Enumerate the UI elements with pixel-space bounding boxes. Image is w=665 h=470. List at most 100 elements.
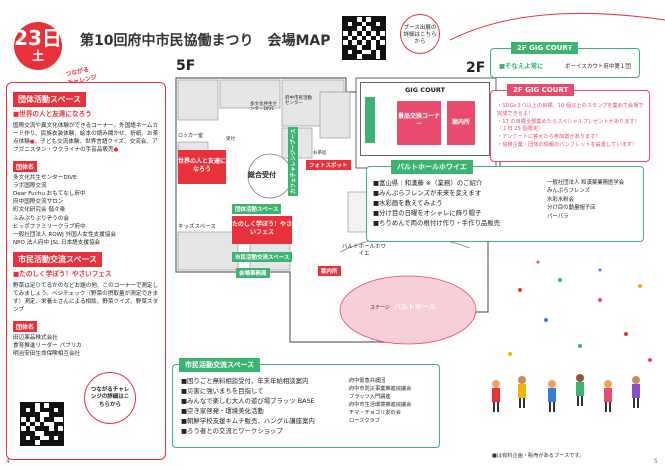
- cafe-label[interactable]: カフェチャレンジーブース: [288, 126, 298, 196]
- citizen-orgs-label: 団体名: [13, 320, 38, 332]
- foyer-item: ■ちりめんで両の根付け作り・手作り品販売: [373, 219, 500, 229]
- foyer-item: ■みんぷらフレンズが未来を変えます: [373, 189, 500, 199]
- hall-foyer-orgs: 一般社団法人 和漢薬業務医学会 みんぷらフレンズ 水彩水粉会 分け目の動量帽子店…: [547, 179, 624, 221]
- group-body-text: 国際交流や異文化体験ができるコーナー。外国語ネームカード作り、民族衣装体験、絵本…: [13, 122, 159, 145]
- group-theme: ■世界の人と友達になろう: [13, 110, 92, 118]
- hall-foyer-heading: バルトホールホワイエ: [391, 160, 473, 174]
- reception-label[interactable]: 総合受付: [248, 171, 276, 179]
- veg-fes-room[interactable]: たのしく学ぼう！やさいフェス: [232, 216, 292, 244]
- foyer-item-label: ■富山県｜和漢藤 ※（業務）のご紹介: [373, 179, 483, 187]
- foyer-item-label: ■ちりめんで両の根付け作り・手作り品販売: [373, 218, 501, 227]
- reception-desk-label: 受付: [226, 137, 235, 142]
- citizen-theme: ■たのしく学ぼう！やさいフェス: [13, 269, 112, 278]
- floor-5f-label: 5F: [176, 58, 196, 74]
- citizen-space-list: ■困りごと無料相談受付、年末年始相談案内 ■災害に強いまちを目指して ■みんなで…: [181, 377, 315, 437]
- gig-court-card-1-item: ■そなえよ常に: [499, 62, 544, 70]
- gig-court-card-1: 2F GIG COURT ■そなえよ常に ボーイスカウト府中第１団: [490, 42, 640, 78]
- stage-label: ステージ: [370, 305, 390, 311]
- gig-court-side: [365, 97, 375, 143]
- foyer-item-label: ■みんぷらフレンズが未来を変えます: [373, 188, 482, 197]
- info-desk-label[interactable]: 案内所: [318, 266, 341, 276]
- citizen-org: ブラッツ入門講座: [349, 394, 391, 401]
- citizen-item-label: ■空き家啓発・環境美化活動: [181, 406, 264, 415]
- foyer-org: 分け目の動量帽子店: [547, 205, 596, 212]
- org-item: 明治安田生命保険相互会社: [13, 351, 81, 358]
- left-panel: 団体活動スペース ■世界の人と友達になろう 国際交流や異文化体験ができるコーナー…: [6, 82, 166, 460]
- hall-foyer-list: ■富山県｜和漢藤 ※（業務）のご紹介 ■みんぷらフレンズが未来を変えます ■水彩…: [373, 179, 500, 229]
- citizen-space-card: 市民活動交流スペース ■困りごと無料相談受付、年末年始相談案内 ■災害に強いまち…: [172, 358, 440, 448]
- citizen-org: チマ・チョゴリ友の会: [349, 410, 401, 417]
- hall-foyer-map-label: バルトホールホワイエ: [341, 244, 386, 257]
- gig-court-heading: GIG COURT: [404, 86, 446, 94]
- citizen-item-label: ■朝鮮学校支援キムチ販売、ハングル講座案内: [181, 416, 315, 425]
- group-body-mark-2: ●: [113, 146, 119, 153]
- international-room[interactable]: 世界の人と友達になろう: [178, 150, 226, 184]
- org-item: ふみぷりぷりぞうの会: [13, 215, 69, 222]
- page-number-left: 4: [6, 458, 10, 465]
- kids-space-label[interactable]: キッズスペース: [178, 224, 216, 230]
- photo-spot-label[interactable]: フォトスポット: [306, 160, 351, 170]
- gig-court-card-1-heading: 2F GIG COURT: [511, 42, 579, 54]
- foyer-item: ■富山県｜和漢藤 ※（業務）のご紹介: [373, 179, 500, 189]
- page-number-right: 5: [654, 458, 658, 465]
- org-item: ラボ国際交流: [13, 183, 47, 190]
- hall-foyer-card: バルトホールホワイエ ■富山県｜和漢藤 ※（業務）のご紹介 ■みんぷらフレンズが…: [366, 160, 644, 242]
- org-item: 一般社団法人 ROWJ 外国人女性支援協会: [13, 231, 116, 238]
- group-orgs-list: 多文化共生センターDIVE ラボ国際交流 Dear Fuchu おもてなし府中 …: [13, 174, 159, 247]
- foyer-org: みんぷらフレンズ: [547, 188, 591, 195]
- foyer-org: パーパラ: [547, 213, 569, 220]
- gig-court-2f: GIG COURT 景品交換コーナー 案内所: [360, 82, 490, 156]
- citizen-orgs-list: 田辺薬品株式会社 食育推進リーダー パプリカ 明治安田生命保険相互会社: [13, 334, 159, 358]
- challenge-qr-caption: つながるチャレンジの詳細はこちらから: [84, 372, 136, 424]
- challenge-qr-code[interactable]: [20, 402, 64, 446]
- foyer-item: ■分け目の日曜をオシャレに飾り帽子: [373, 209, 500, 219]
- citizen-space-orgs: 府中緊急弁護団 府中市防災事業推進協議会 ブラッツ入門講座 府中市生活環境推進協…: [349, 377, 411, 425]
- citizen-item-label: ■災害に強いまちを目指して: [181, 386, 264, 395]
- venue-office-label[interactable]: 会場事務局: [236, 268, 270, 278]
- citizen-org: ローズクラブ: [349, 418, 380, 425]
- org-item: 多文化共生センターDIVE: [13, 174, 77, 181]
- foyer-org: 水彩水粉会: [547, 196, 574, 203]
- sdgs-line: ・SDGs３つ以上の目標、10 個以上のスタンプを集めて会場で完成できるよ！: [497, 103, 644, 117]
- gig-info-booth[interactable]: 案内所: [447, 101, 475, 145]
- org-item: NPO 法人府中 JSL 日本語支援協会: [13, 239, 101, 246]
- decorative-illustration: [492, 260, 652, 412]
- booth-qr-code[interactable]: [342, 16, 386, 60]
- foyer-item: ■水彩画を教えてみよう: [373, 199, 500, 209]
- group-space-map-label[interactable]: 団体活動スペース: [232, 204, 282, 214]
- org-item: 食育推進リーダー パプリカ: [13, 343, 82, 350]
- sdgs-line: ・17 の目標全部集めたらスペシャルプレゼントがあります！（１日 25 個限定）: [497, 118, 640, 133]
- citizen-item-label: ■みんなで楽しむ大人の遊び場ブラッツ BASE: [181, 396, 315, 405]
- group-body-text-2: 、子ども交流体験、世界言語クイズ、交流会、アフガニスタン・ウクライナの手芸品販売: [13, 138, 158, 153]
- floor-2f-label: 2F: [466, 60, 486, 76]
- citizen-space-map-label[interactable]: 市民活動交流スペース: [232, 252, 293, 262]
- citizen-space-heading: 市民活動交流スペース: [179, 358, 261, 372]
- citizen-item-label: ■ろう者との交流とワークショップ: [181, 426, 283, 435]
- foyer-org: 一般社団法人 和漢薬業務医学会: [547, 180, 625, 186]
- foyer-item-label: ■分け目の日曜をオシャレに飾り帽子: [373, 208, 482, 217]
- citizen-section-heading: 市民活動交流スペース: [13, 251, 103, 267]
- group-orgs-label: 団体名: [13, 160, 38, 172]
- group-body: 国際交流や異文化体験ができるコーナー。外国語ネームカード作り、民族衣装体験、絵本…: [13, 122, 159, 154]
- date-weekday: 土: [31, 49, 44, 63]
- decorative-curve: [450, 12, 665, 41]
- org-item: 田辺薬品株式会社: [13, 334, 58, 341]
- qr-pattern: [21, 403, 63, 445]
- citizen-body: 野菜は足りてるかのなどお題の他、このコーナーで測定してみましょう。ベジチェック（…: [13, 282, 159, 313]
- citizen-org: 府中市生活環境推進協議会: [349, 402, 412, 409]
- foyer-item-label: ■水彩画を教えてみよう: [373, 198, 443, 207]
- citizen-org: 府中市防災事業推進協議会: [349, 386, 412, 393]
- date-badge: 23日 土: [14, 22, 62, 70]
- citizen-org: 府中緊急弁護団: [349, 378, 386, 384]
- qr-pattern: [343, 17, 385, 59]
- footnote: ■は有料企画・販売があるブースです。: [492, 453, 585, 459]
- org-item: Dear Fuchu おもてなし府中: [13, 191, 86, 198]
- gig-court-card-2-heading: 2F GIG COURT: [507, 84, 575, 96]
- citizen-item-label: ■困りごと無料相談受付、年末年始相談案内: [181, 377, 309, 385]
- gig-court-card-1-org: ボーイスカウト府中第１団: [565, 64, 631, 70]
- center-label: 府中市民活動センター: [285, 96, 312, 107]
- prize-exchange-booth[interactable]: 景品交換コーナー: [397, 101, 441, 145]
- gig-court-card-2: 2F GIG COURT ・SDGs３つ以上の目標、10 個以上のスタンプを集め…: [490, 84, 650, 162]
- sdgs-line: ・協賛企業・団体の情報のパンフレットを設置しています！: [497, 141, 638, 148]
- group-body-mark: ●: [29, 138, 35, 145]
